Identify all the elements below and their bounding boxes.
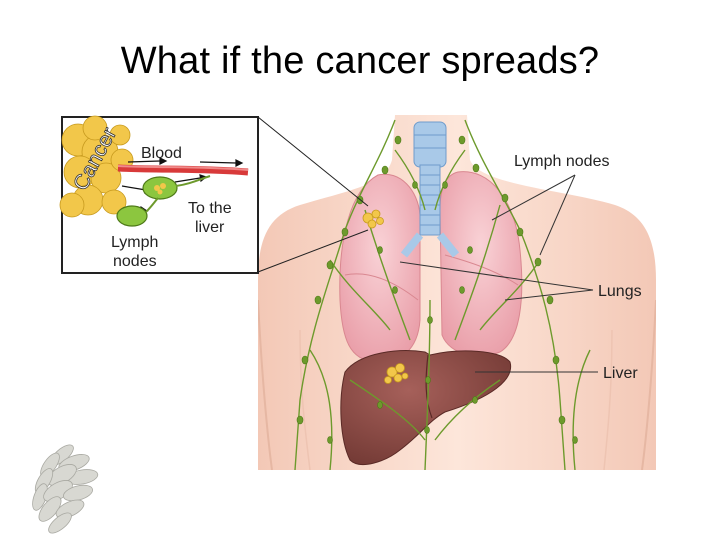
lymph-nodes [296,135,578,444]
inset-label-to-the: To the [188,200,232,217]
inset-label-nodes: nodes [113,253,157,270]
inset-panel: Cancer Blood To the liver Lymph nodes [59,115,259,274]
inset-label-liver: liver [195,219,225,236]
inset-label-lymph: Lymph [111,234,158,251]
cancer-cluster [59,115,134,218]
blood-vessel [117,164,249,176]
inset-lymph-nodes [116,175,211,227]
torso-panel [258,115,656,470]
tumor-lung [362,209,384,229]
tumor-liver [384,363,409,384]
pinecone-icon [32,444,99,534]
leader-lines [399,174,598,373]
callout-line-top [257,116,369,207]
slide-title: What if the cancer spreads? [120,40,600,82]
liver [340,350,512,465]
trachea [400,121,460,258]
label-lymph-nodes: Lymph nodes [514,153,609,170]
callout-line-bottom [257,229,369,273]
label-lungs: Lungs [598,283,642,300]
label-liver: Liver [603,365,638,382]
inset-label-blood: Blood [141,145,182,162]
